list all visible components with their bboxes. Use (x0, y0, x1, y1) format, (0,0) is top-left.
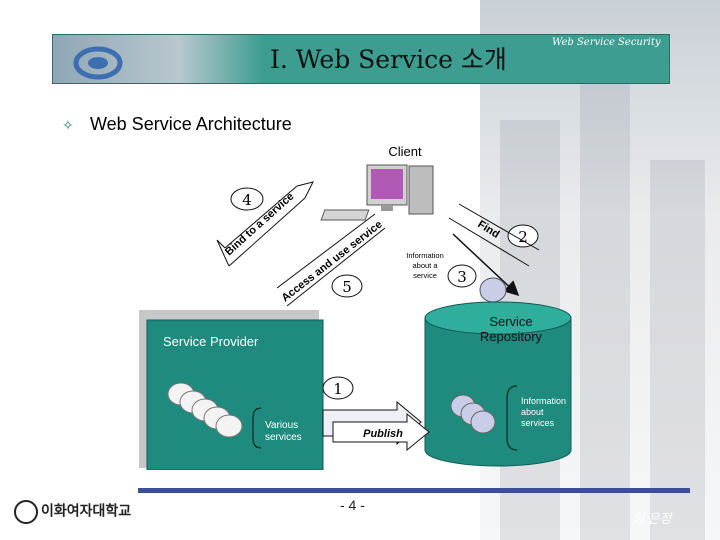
step-5-marker: 5 (332, 275, 362, 297)
info-a-service-line2: about a (412, 261, 438, 270)
svg-text:3: 3 (457, 268, 467, 286)
info-services-line1: Information (521, 396, 566, 406)
find-label: Find (475, 218, 501, 240)
diamond-bullet-icon: ✧ (62, 117, 74, 134)
section-heading: Web Service Architecture (90, 114, 292, 135)
access-arrow: Access and use service (277, 214, 385, 306)
step-2-marker: 2 (508, 225, 538, 247)
course-subtitle: Web Service Security (552, 37, 661, 48)
university-logo: 이화여자대학교 (14, 500, 131, 524)
repository-label-line2: Repository (480, 329, 543, 344)
page-title: I. Web Service 소개 (270, 40, 507, 76)
client-computer-icon (321, 165, 433, 220)
banner-decoration (53, 35, 263, 83)
access-label: Access and use service (279, 218, 384, 304)
info-services-line3: services (521, 418, 555, 428)
various-services-line2: services (265, 432, 302, 443)
svg-text:1: 1 (333, 380, 343, 398)
step-4-marker: 4 (231, 188, 263, 210)
svg-text:2: 2 (518, 228, 528, 246)
step-1-marker: 1 (323, 377, 353, 399)
info-services-line2: about (521, 407, 544, 417)
architecture-diagram: Client 4 2 3 5 Bind to a service Access … (137, 138, 597, 470)
provider-label: Service Provider (163, 334, 259, 349)
university-emblem-icon (14, 500, 38, 524)
info-a-service-line3: service (413, 271, 437, 280)
footer-divider (138, 488, 690, 493)
bind-arrow: Bind to a service (217, 182, 313, 266)
globe-icon (53, 35, 263, 83)
client-label: Client (388, 144, 422, 159)
publish-arrow: Publish (323, 402, 429, 450)
step-3-marker: 3 (448, 265, 476, 287)
page-number: - 4 - (340, 497, 365, 513)
service-info-bubble (480, 278, 506, 302)
repository-label-line1: Service (489, 314, 532, 329)
various-services-line1: Various (265, 420, 298, 431)
publish-label: Publish (363, 428, 403, 440)
svg-text:4: 4 (242, 191, 252, 209)
author-name: 이 은정 (632, 508, 672, 527)
svg-text:5: 5 (342, 278, 352, 296)
info-a-service-line1: Information (406, 251, 444, 260)
university-name: 이화여자대학교 (41, 503, 131, 519)
